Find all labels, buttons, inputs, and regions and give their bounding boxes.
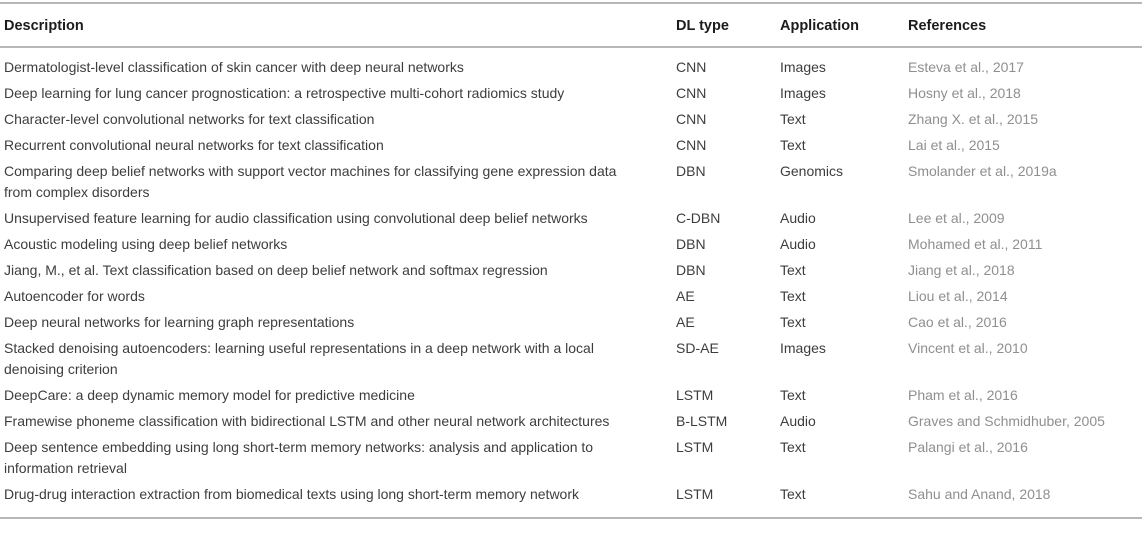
table-body: Dermatologist-level classification of sk… xyxy=(0,47,1142,518)
cell-references: Mohamed et al., 2011 xyxy=(908,236,1043,252)
table-row: Character-level convolutional networks f… xyxy=(0,107,1142,133)
cell-description: Recurrent convolutional neural networks … xyxy=(4,137,384,153)
table-row: Dermatologist-level classification of sk… xyxy=(0,47,1142,81)
column-header-description: Description xyxy=(0,3,676,48)
cell-references: Cao et al., 2016 xyxy=(908,314,1007,330)
table-row: Deep sentence embedding using long short… xyxy=(0,435,1142,482)
table-row: Drug-drug interaction extraction from bi… xyxy=(0,482,1142,519)
cell-dl-type: AE xyxy=(676,314,695,330)
cell-application: Text xyxy=(780,111,806,127)
cell-description: Deep neural networks for learning graph … xyxy=(4,314,355,330)
table-row: Deep neural networks for learning graph … xyxy=(0,310,1142,336)
cell-application: Text xyxy=(780,137,806,153)
cell-references: Hosny et al., 2018 xyxy=(908,85,1021,101)
table-row: Unsupervised feature learning for audio … xyxy=(0,206,1142,232)
cell-application: Images xyxy=(780,59,826,75)
cell-dl-type: DBN xyxy=(676,262,706,278)
cell-description: DeepCare: a deep dynamic memory model fo… xyxy=(4,387,415,403)
cell-references: Jiang et al., 2018 xyxy=(908,262,1015,278)
cell-application: Text xyxy=(780,262,806,278)
dl-applications-table: Description DL type Application Referenc… xyxy=(0,2,1142,519)
table-row: Jiang, M., et al. Text classification ba… xyxy=(0,258,1142,284)
cell-description: Framewise phoneme classification with bi… xyxy=(4,413,610,429)
table-row: Autoencoder for words AE Text Liou et al… xyxy=(0,284,1142,310)
table-row: Recurrent convolutional neural networks … xyxy=(0,133,1142,159)
table-header-row: Description DL type Application Referenc… xyxy=(0,3,1142,48)
cell-dl-type: DBN xyxy=(676,236,706,252)
cell-references: Pham et al., 2016 xyxy=(908,387,1018,403)
column-header-references: References xyxy=(908,3,1142,48)
cell-application: Audio xyxy=(780,210,816,226)
cell-references: Smolander et al., 2019a xyxy=(908,163,1057,179)
cell-dl-type: B-LSTM xyxy=(676,413,728,429)
cell-dl-type: DBN xyxy=(676,163,706,179)
cell-application: Text xyxy=(780,288,806,304)
column-header-dl-type: DL type xyxy=(676,3,780,48)
cell-references: Graves and Schmidhuber, 2005 xyxy=(908,413,1105,429)
cell-references: Palangi et al., 2016 xyxy=(908,439,1028,455)
cell-description: Deep sentence embedding using long short… xyxy=(4,439,594,476)
table-row: Stacked denoising autoencoders: learning… xyxy=(0,336,1142,383)
table-header: Description DL type Application Referenc… xyxy=(0,3,1142,48)
cell-references: Vincent et al., 2010 xyxy=(908,340,1028,356)
cell-description: Unsupervised feature learning for audio … xyxy=(4,210,588,226)
cell-application: Audio xyxy=(780,413,816,429)
cell-description: Character-level convolutional networks f… xyxy=(4,111,375,127)
cell-references: Zhang X. et al., 2015 xyxy=(908,111,1038,127)
cell-application: Images xyxy=(780,340,826,356)
table-row: Acoustic modeling using deep belief netw… xyxy=(0,232,1142,258)
table-row: DeepCare: a deep dynamic memory model fo… xyxy=(0,383,1142,409)
cell-references: Liou et al., 2014 xyxy=(908,288,1008,304)
cell-application: Text xyxy=(780,387,806,403)
cell-application: Text xyxy=(780,314,806,330)
cell-description: Deep learning for lung cancer prognostic… xyxy=(4,85,565,101)
cell-description: Drug-drug interaction extraction from bi… xyxy=(4,486,580,502)
cell-dl-type: LSTM xyxy=(676,439,714,455)
cell-description: Dermatologist-level classification of sk… xyxy=(4,59,464,75)
cell-description: Acoustic modeling using deep belief netw… xyxy=(4,236,288,252)
cell-description: Stacked denoising autoencoders: learning… xyxy=(4,340,594,377)
table-row: Comparing deep belief networks with supp… xyxy=(0,159,1142,206)
cell-description: Autoencoder for words xyxy=(4,288,145,304)
cell-description: Comparing deep belief networks with supp… xyxy=(4,163,617,200)
cell-references: Lai et al., 2015 xyxy=(908,137,1000,153)
cell-application: Audio xyxy=(780,236,816,252)
cell-dl-type: C-DBN xyxy=(676,210,721,226)
table-row: Deep learning for lung cancer prognostic… xyxy=(0,81,1142,107)
cell-application: Text xyxy=(780,486,806,502)
cell-application: Images xyxy=(780,85,826,101)
cell-references: Sahu and Anand, 2018 xyxy=(908,486,1051,502)
table-row: Framewise phoneme classification with bi… xyxy=(0,409,1142,435)
cell-application: Text xyxy=(780,439,806,455)
cell-dl-type: SD-AE xyxy=(676,340,719,356)
cell-dl-type: AE xyxy=(676,288,695,304)
cell-dl-type: LSTM xyxy=(676,486,714,502)
cell-dl-type: LSTM xyxy=(676,387,714,403)
cell-dl-type: CNN xyxy=(676,137,707,153)
cell-application: Genomics xyxy=(780,163,844,179)
cell-dl-type: CNN xyxy=(676,111,707,127)
cell-dl-type: CNN xyxy=(676,59,707,75)
column-header-application: Application xyxy=(780,3,908,48)
cell-dl-type: CNN xyxy=(676,85,707,101)
cell-references: Esteva et al., 2017 xyxy=(908,59,1024,75)
cell-references: Lee et al., 2009 xyxy=(908,210,1005,226)
cell-description: Jiang, M., et al. Text classification ba… xyxy=(4,262,548,278)
